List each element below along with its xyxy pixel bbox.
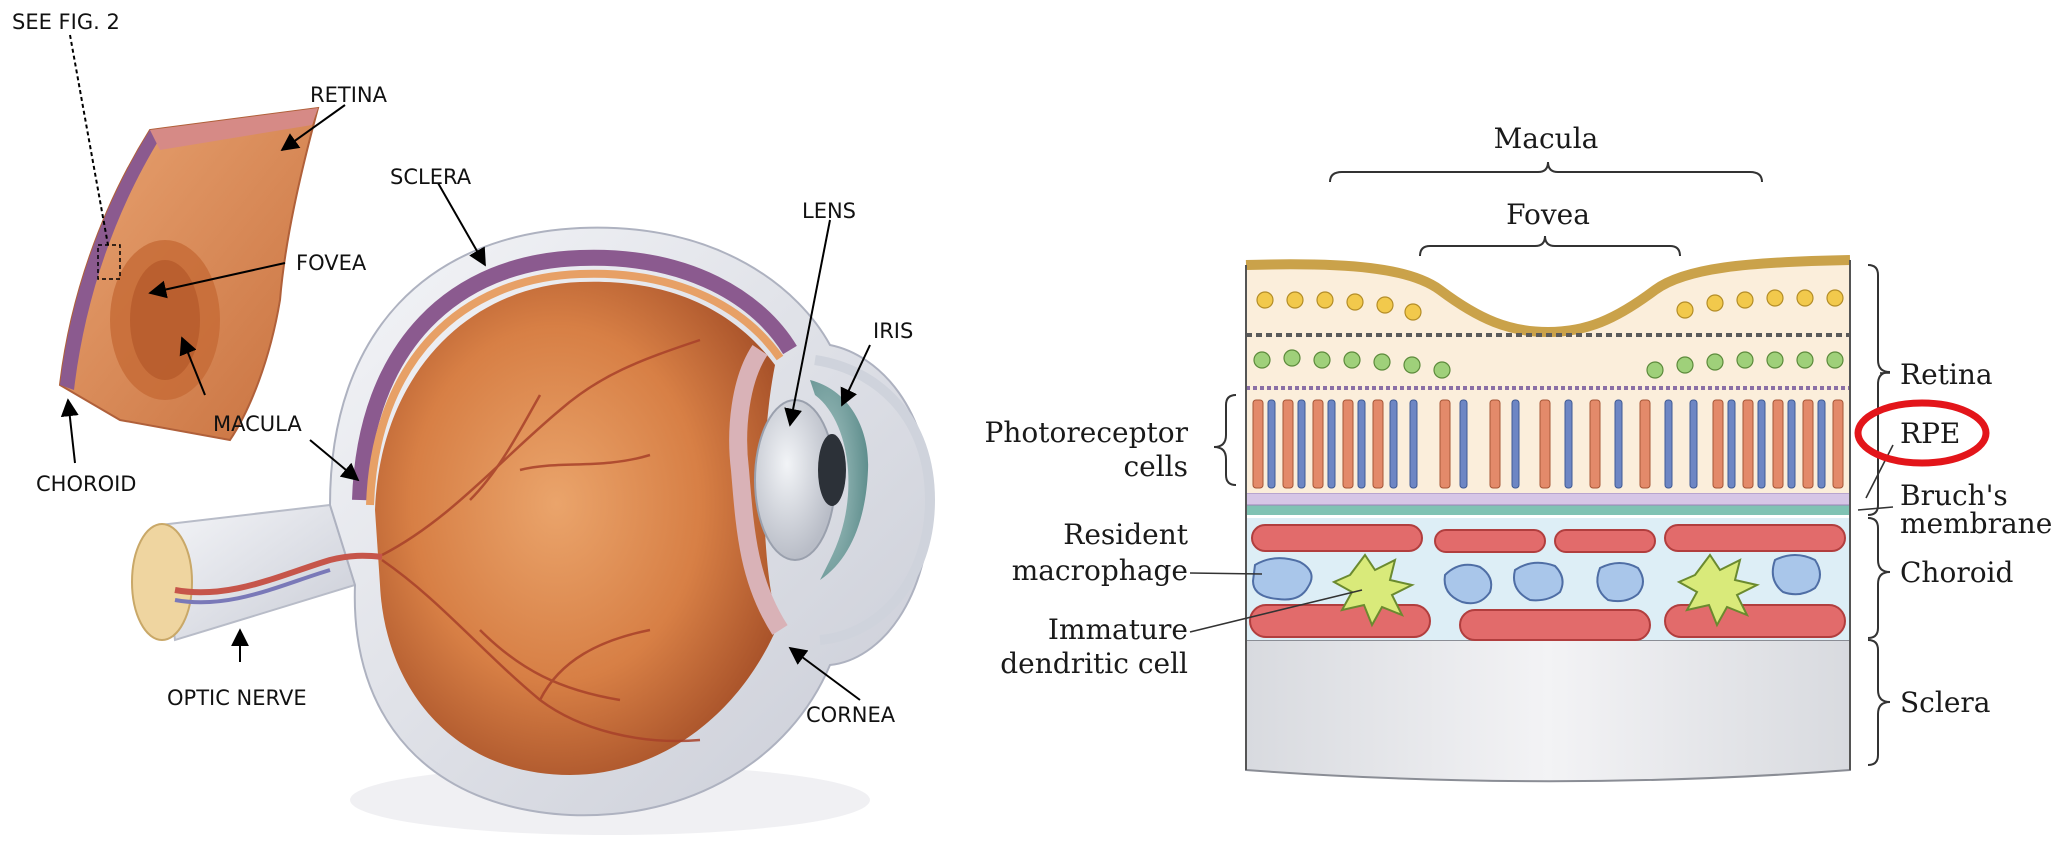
sclera-layer-label: Sclera [1900,686,1990,719]
resident-macrophage-label-line2: macrophage [1012,554,1188,587]
iris-label: IRIS [873,319,913,343]
optic-nerve-label: OPTIC NERVE [167,686,307,710]
bruchs-label-line2: membrane [1900,507,2052,540]
retina-layer-label: Retina [1900,358,1993,391]
cornea-label: CORNEA [806,703,896,727]
fovea-label: FOVEA [296,251,367,275]
macula-label: MACULA [213,412,302,436]
choroid-layer-label: Choroid [1900,556,2014,589]
rpe-label: RPE [1900,417,1960,450]
fovea-title-label: Fovea [1506,198,1590,231]
see-fig-label: SEE FIG. 2 [12,10,120,34]
immature-dendritic-label-line2: dendritic cell [1000,647,1188,680]
lens-label: LENS [802,199,856,223]
photoreceptor-label-line2: cells [1123,450,1188,483]
retina-wedge-inset [60,108,318,440]
choroid-label: CHOROID [36,472,136,496]
macula-section-illustration [1246,260,1850,781]
sclera-label: SCLERA [390,165,472,189]
immature-dendritic-label-line1: Immature [1048,613,1188,646]
macula-title-label: Macula [1494,122,1599,155]
resident-macrophage-label-line1: Resident [1063,518,1189,551]
retina-label: RETINA [310,83,388,107]
photoreceptor-label-line1: Photoreceptor [985,416,1189,449]
